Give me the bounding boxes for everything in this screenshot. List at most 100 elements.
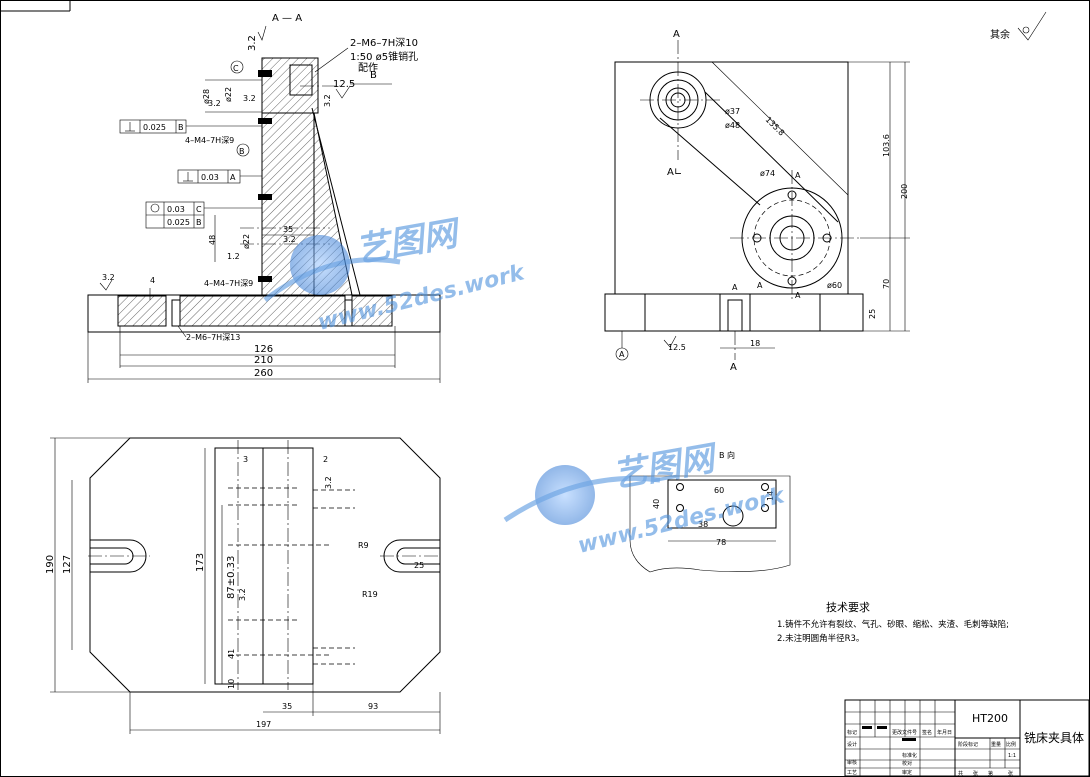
perp3-ref: B bbox=[196, 218, 202, 227]
phi-22: ø22 bbox=[224, 87, 233, 102]
watermark-url-2: www.52des.work bbox=[575, 483, 788, 559]
ra-125: 12.5 bbox=[333, 79, 355, 90]
dim-25: 25 bbox=[868, 309, 877, 319]
tb-head-3: 签名 bbox=[922, 729, 932, 736]
tb-mid-0: 标准化 bbox=[902, 752, 917, 759]
ra-d: 3.2 bbox=[283, 235, 296, 244]
tb-sheet-0: 共 bbox=[958, 770, 963, 777]
pos-ref: C bbox=[196, 205, 202, 214]
perp1-tol: 0.025 bbox=[143, 123, 166, 132]
dim-87: 87±0.33 bbox=[226, 556, 237, 599]
perp2-tol: 0.03 bbox=[201, 173, 219, 182]
phi-22b: ø22 bbox=[242, 234, 251, 249]
pos-tol: 0.03 bbox=[167, 205, 185, 214]
detail-b: B 向 60 40 14 38 78 bbox=[629, 450, 791, 573]
watermark-cn-2: 艺图网 bbox=[610, 438, 722, 496]
dim-210: 210 bbox=[254, 355, 273, 366]
a-bottom: A bbox=[730, 362, 737, 373]
dim-127: 127 bbox=[62, 555, 73, 574]
perp2-ref: A bbox=[230, 173, 236, 182]
r-19: R19 bbox=[362, 590, 378, 599]
dim-200: 200 bbox=[900, 184, 909, 199]
tb-row-3: 工艺 bbox=[847, 770, 857, 776]
tb-stage-1: 重量 bbox=[991, 741, 1001, 748]
ra-12: 1.2 bbox=[227, 252, 240, 261]
a-mid: A bbox=[795, 171, 801, 180]
phi-37: ø37 bbox=[725, 107, 740, 116]
top-view: 190 127 173 87±0.33 41 10 3.2 3 2 3.2 R9… bbox=[45, 437, 441, 734]
ra-125-front: 12.5 bbox=[668, 343, 686, 352]
detail-b-title: B 向 bbox=[719, 450, 735, 460]
ra-left: 3.2 bbox=[102, 273, 115, 282]
dim-14-b: 14 bbox=[766, 491, 775, 501]
dim-173: 173 bbox=[195, 553, 206, 572]
dim-38-b: 38 bbox=[698, 520, 708, 529]
tech-req-title: 技术要求 bbox=[826, 601, 870, 614]
dim-10: 10 bbox=[227, 679, 236, 689]
part-name: 铣床夹具体 bbox=[1024, 731, 1084, 745]
dim-197: 197 bbox=[256, 720, 271, 729]
perp1-ref: B bbox=[178, 123, 184, 132]
dim-3: 3 bbox=[243, 455, 248, 464]
dim-48: 48 bbox=[208, 235, 217, 245]
dim-190: 190 bbox=[45, 555, 56, 574]
dim-4: 4 bbox=[150, 276, 155, 285]
sec-a2: A bbox=[795, 291, 801, 300]
ra-b: 3.2 bbox=[243, 94, 256, 103]
a-top: A bbox=[673, 29, 680, 40]
phi-60: ø60 bbox=[827, 281, 842, 290]
dim-35-top: 35 bbox=[282, 702, 292, 711]
dim-103: 103.6 bbox=[882, 134, 891, 157]
sec-a1: A bbox=[757, 281, 763, 290]
front-view: A ø37 ø48 135.8 A∟ ø74 A bbox=[604, 29, 910, 373]
r-9: R9 bbox=[358, 541, 369, 550]
scale: 1:1 bbox=[1008, 753, 1016, 759]
watermark-cn-1: 艺图网 bbox=[353, 213, 465, 271]
dim-93: 93 bbox=[368, 702, 378, 711]
sec-a3: A bbox=[732, 283, 738, 292]
al-label: A∟ bbox=[667, 167, 682, 178]
tb-row-2: 审核 bbox=[847, 759, 857, 766]
phi-28: ø28 bbox=[202, 89, 211, 104]
watermark-2: 艺图网 www.52des.work bbox=[503, 438, 788, 559]
dim-60-b: 60 bbox=[714, 486, 724, 495]
tech-req-line2: 2.未注明圆角半径R3。 bbox=[777, 633, 864, 644]
section-title: A — A bbox=[272, 13, 302, 24]
dim-78-b: 78 bbox=[716, 538, 726, 547]
ra-a-top: 3.2 bbox=[238, 588, 247, 601]
thread-mid: 4–M4–7H深9 bbox=[185, 136, 234, 145]
tb-head-2: 更改文件号 bbox=[892, 729, 917, 736]
surface-note-symbol bbox=[1017, 11, 1047, 41]
dim-70: 70 bbox=[882, 279, 891, 289]
datum-a-circle: A bbox=[619, 350, 625, 359]
section-view-aa: A — A 3.2 2–M6–7H深10 1:50 ø5锥销孔 配作 12 bbox=[87, 13, 441, 383]
tb-sheet-2: 第 bbox=[988, 770, 993, 777]
ra-a: 3.2 bbox=[208, 99, 221, 108]
taper-pin-note: 配作 bbox=[358, 62, 378, 74]
dim-35: 35 bbox=[283, 225, 293, 234]
tb-sheet-3: 张 bbox=[1008, 770, 1013, 777]
surface-note: 其余 bbox=[990, 28, 1010, 41]
dim-260: 260 bbox=[254, 368, 273, 379]
tb-stage-2: 比例 bbox=[1006, 741, 1016, 748]
taper-pin: 1:50 ø5锥销孔 bbox=[350, 50, 418, 63]
tb-head-4: 年月日 bbox=[937, 729, 952, 736]
ra-b-top: 3.2 bbox=[324, 476, 333, 489]
dim-18: 18 bbox=[750, 339, 760, 348]
title-block: HT200 铣床夹具体 1:1 标记 设计 审核 工艺 更改文件号 签名 年月日… bbox=[844, 699, 1090, 777]
perp3-tol: 0.025 bbox=[167, 218, 190, 227]
phi-48: ø48 bbox=[725, 121, 740, 130]
dim-25-top: 25 bbox=[414, 561, 424, 570]
dim-40-b: 40 bbox=[652, 499, 661, 509]
dim-135: 135.8 bbox=[764, 115, 787, 138]
circle-c: C bbox=[233, 64, 239, 73]
dim-126: 126 bbox=[254, 344, 273, 355]
tb-row-1: 设计 bbox=[847, 741, 857, 748]
dim-2: 2 bbox=[323, 455, 328, 464]
thread-base: 2–M6–7H深13 bbox=[186, 333, 240, 342]
ra-top: 3.2 bbox=[247, 35, 258, 51]
dim-41: 41 bbox=[227, 649, 236, 659]
tb-row-0: 标记 bbox=[847, 729, 857, 736]
